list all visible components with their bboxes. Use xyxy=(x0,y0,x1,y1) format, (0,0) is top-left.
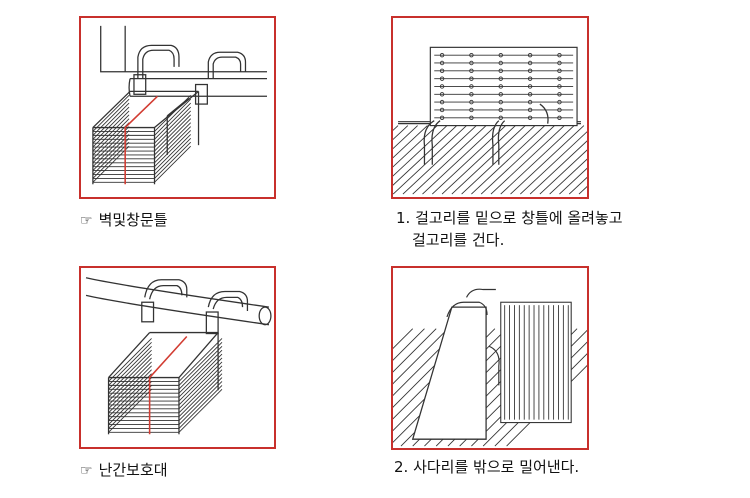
pointing-hand-icon: ☞ xyxy=(80,213,93,229)
caption-line-2: 걸고리를 건다. xyxy=(412,231,505,249)
pointing-hand-icon: ☞ xyxy=(80,463,93,479)
figure-window-frame xyxy=(79,16,276,199)
figure-step-2 xyxy=(391,266,589,450)
caption-step-1: 1. 걸고리를 밑으로 창틀에 올려놓고 걸고리를 건다. xyxy=(396,207,623,251)
railing-ladder-illustration xyxy=(85,277,272,435)
figure-step-1 xyxy=(391,16,589,199)
caption-text: 난간보호대 xyxy=(98,461,168,479)
ladder-on-sill-illustration xyxy=(393,46,587,195)
window-frame-ladder-illustration xyxy=(92,25,267,185)
caption-text: 2. 사다리를 밖으로 밀어낸다. xyxy=(394,458,580,476)
caption-line-1: 1. 걸고리를 밑으로 창틀에 올려놓고 xyxy=(396,209,623,227)
caption-text: 벽및창문틀 xyxy=(98,211,168,229)
caption-step-2: 2. 사다리를 밖으로 밀어낸다. xyxy=(394,456,579,478)
caption-railing: ☞ 난간보호대 xyxy=(80,459,168,482)
figure-railing xyxy=(79,266,276,449)
ladder-pushed-out-illustration xyxy=(393,288,587,447)
caption-window-frame: ☞ 벽및창문틀 xyxy=(80,209,168,232)
